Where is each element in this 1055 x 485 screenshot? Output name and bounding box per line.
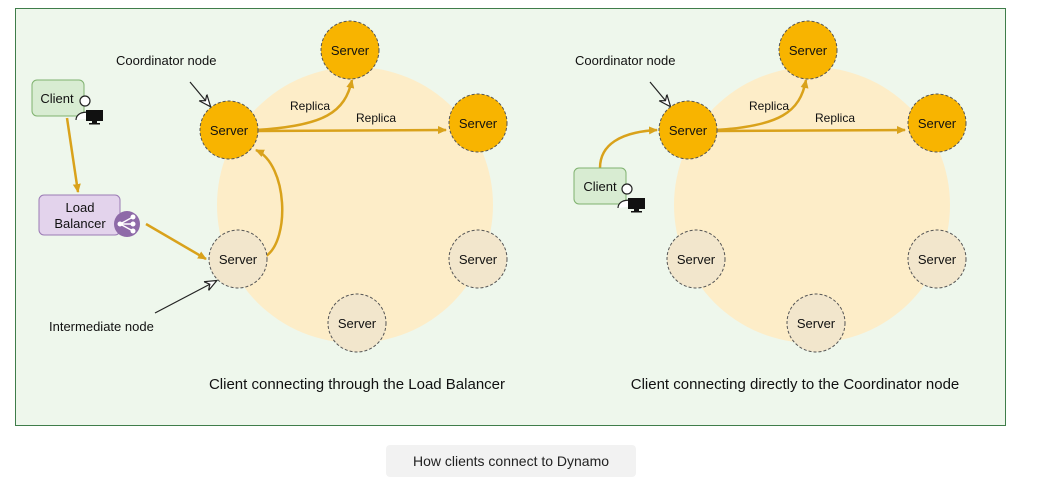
load-balancer-label-line1: Load: [66, 200, 95, 215]
left-arrows: [65, 79, 447, 314]
right-server-bottom[interactable]: Server: [786, 293, 846, 353]
client-to-lb-arrow: [65, 117, 81, 193]
load-balancer-label-line2: Balancer: [54, 216, 106, 231]
left-intermediate-note: Intermediate node: [49, 319, 154, 334]
right-server-top[interactable]: Server: [778, 20, 838, 80]
left-server-intermediate-label: Server: [219, 252, 258, 267]
right-replica-arrow-2: [715, 126, 906, 135]
left-intermediate-pointer: [154, 281, 216, 314]
user-computer-icon: [75, 95, 103, 125]
left-server-top-label: Server: [331, 43, 370, 58]
left-server-coordinator-label: Server: [210, 123, 249, 138]
left-server-lower-right-label: Server: [459, 252, 498, 267]
right-panel-caption: Client connecting directly to the Coordi…: [631, 376, 960, 393]
left-client-label: Client: [40, 91, 74, 106]
load-balancer-icon: [114, 211, 140, 237]
right-ring: [674, 67, 950, 343]
right-server-coordinator[interactable]: Server: [658, 100, 718, 160]
intermediate-to-coordinator-arrow: [255, 148, 284, 258]
right-server-lower-right-label: Server: [918, 252, 957, 267]
left-replica-arrow-1: [255, 79, 355, 132]
left-replica-arrow-2: [255, 126, 447, 135]
left-coordinator-pointer: [189, 81, 210, 106]
right-server-bottom-label: Server: [797, 316, 836, 331]
right-server-coordinator-label: Server: [669, 123, 708, 138]
right-coordinator-pointer: [649, 81, 670, 106]
right-client[interactable]: Client: [573, 167, 645, 213]
right-replica-label-2: Replica: [815, 111, 855, 125]
left-ring: [217, 67, 493, 343]
right-server-right-label: Server: [918, 116, 957, 131]
right-replica-label-1: Replica: [749, 99, 789, 113]
left-replica-label-1: Replica: [290, 99, 330, 113]
right-server-top-label: Server: [789, 43, 828, 58]
left-server-top[interactable]: Server: [320, 20, 380, 80]
dynamo-diagram: Server Server Server Server Server Serve…: [31, 20, 967, 393]
right-server-right[interactable]: Server: [907, 93, 967, 153]
left-server-right-label: Server: [459, 116, 498, 131]
right-coordinator-note: Coordinator node: [575, 53, 675, 68]
left-panel-caption: Client connecting through the Load Balan…: [209, 376, 505, 393]
right-server-left[interactable]: Server: [666, 229, 726, 289]
user-computer-icon: [617, 183, 645, 213]
left-ring-group: [217, 67, 493, 343]
left-coordinator-note: Coordinator node: [116, 53, 216, 68]
left-server-bottom-label: Server: [338, 316, 377, 331]
figure-caption: How clients connect to Dynamo: [386, 445, 636, 477]
left-server-bottom[interactable]: Server: [327, 293, 387, 353]
left-server-intermediate[interactable]: Server: [208, 229, 268, 289]
right-replica-arrow-1: [715, 79, 809, 132]
right-arrows: [598, 79, 906, 169]
right-ring-group: [674, 67, 950, 343]
right-client-label: Client: [583, 179, 617, 194]
left-server-lower-right[interactable]: Server: [448, 229, 508, 289]
left-server-coordinator[interactable]: Server: [199, 100, 259, 160]
right-client-to-coordinator-arrow: [598, 126, 658, 169]
right-server-lower-right[interactable]: Server: [907, 229, 967, 289]
left-client[interactable]: Client: [31, 79, 103, 125]
left-server-right[interactable]: Server: [448, 93, 508, 153]
left-replica-label-2: Replica: [356, 111, 396, 125]
load-balancer[interactable]: Load Balancer: [38, 194, 140, 237]
lb-to-intermediate-arrow: [145, 222, 207, 261]
right-server-left-label: Server: [677, 252, 716, 267]
